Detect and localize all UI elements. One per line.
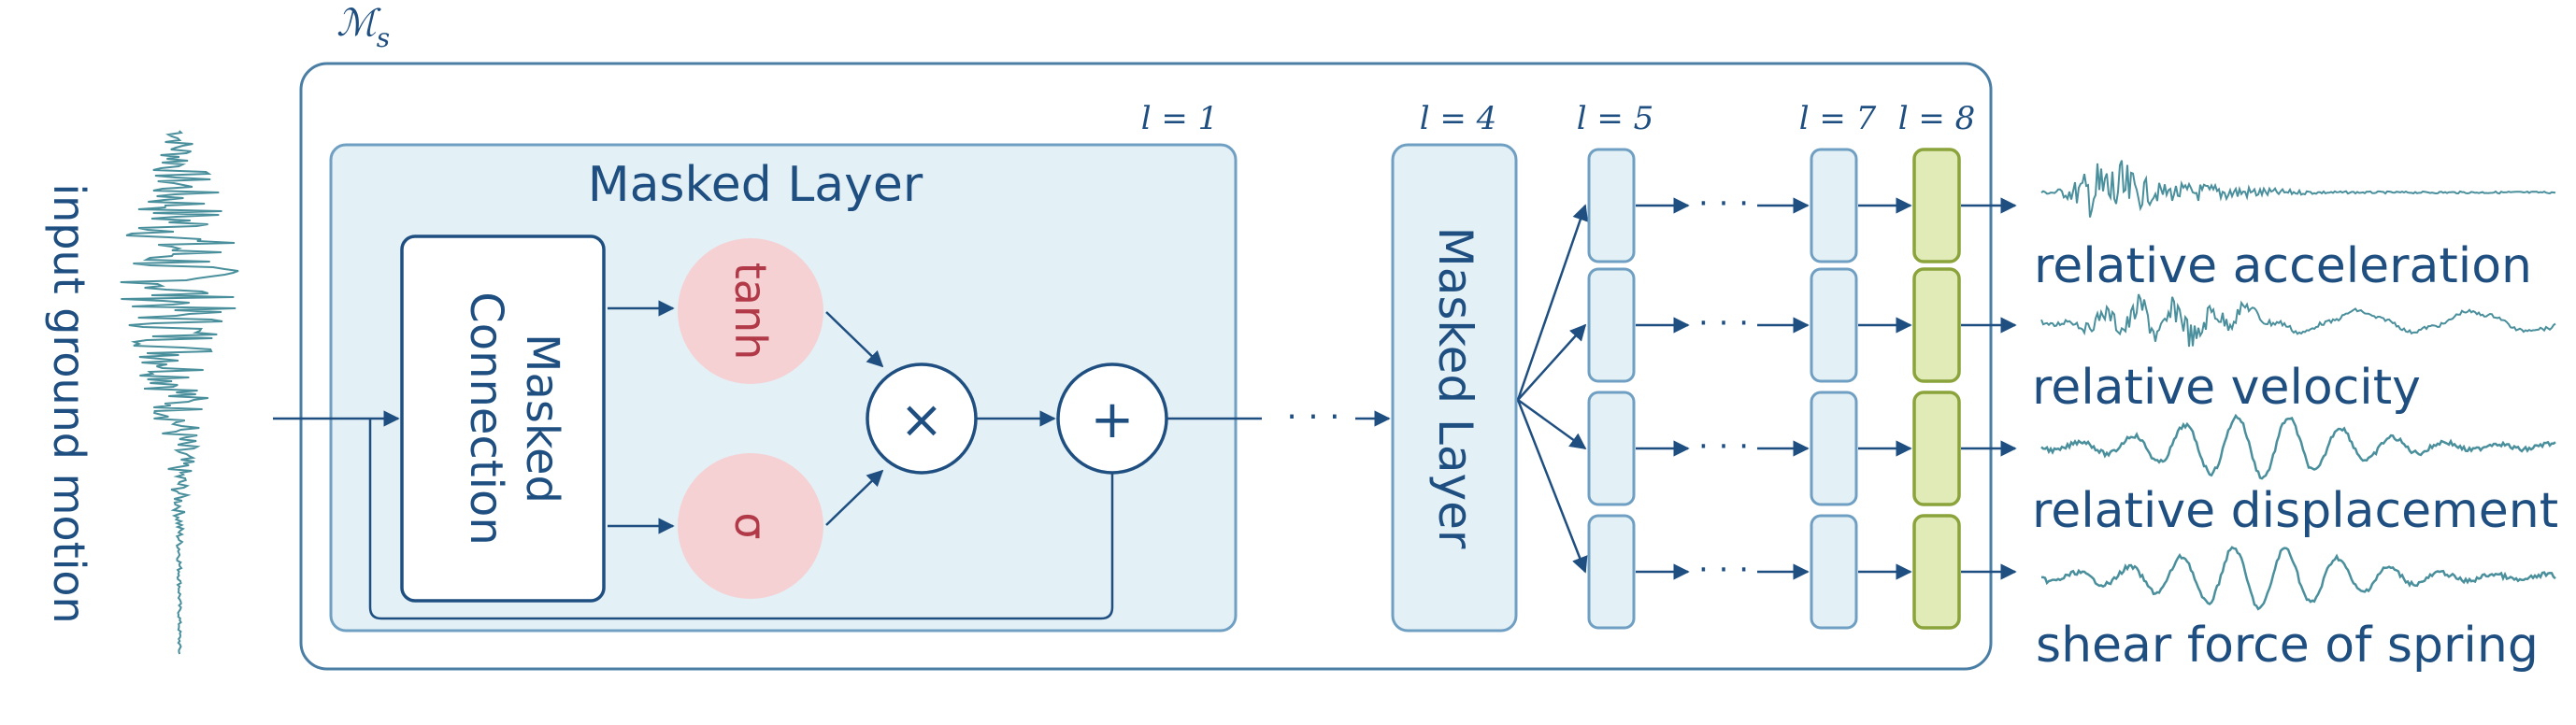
block-l5-row3 [1587, 391, 1636, 506]
fanout-arrows [1516, 204, 1589, 574]
waveform-velocity [2040, 293, 2556, 348]
output-label-shear-force: shear force of spring [2036, 618, 2539, 674]
arrow-sigma-to-multiply [825, 469, 884, 526]
block-l8-row3 [1912, 391, 1961, 506]
block-l8-row2 [1912, 267, 1961, 383]
input-label: input ground motion [44, 183, 94, 623]
sigma-gate [678, 453, 823, 599]
masked-connection-box [400, 235, 606, 603]
ellipsis-row4: · · · [1698, 551, 1749, 589]
waveform-displacement [2040, 413, 2556, 480]
fanout-arrow-3 [1517, 398, 1587, 450]
input-waveform [120, 130, 239, 655]
block-l5-row2 [1587, 267, 1636, 383]
output-label-acceleration: relative acceleration [2034, 238, 2532, 294]
fanout-arrow-4 [1516, 399, 1588, 574]
layer-label-l8: l = 8 [1898, 100, 1976, 137]
block-l7-row2 [1810, 267, 1858, 383]
layer-label-l1: l = 1 [1141, 100, 1219, 137]
ellipsis-main: · · · [1286, 398, 1339, 436]
module-symbol: ℳs [336, 2, 390, 53]
masked-layer-l4 [1391, 143, 1518, 633]
block-l8-row4 [1912, 514, 1961, 630]
fanout-arrow-1 [1516, 204, 1589, 401]
block-l7-row1 [1810, 148, 1858, 263]
fanout-arrow-2 [1517, 323, 1587, 401]
ellipsis-row1: · · · [1698, 185, 1749, 222]
waveform-shear-force [2041, 546, 2556, 611]
tanh-label: tanh [725, 263, 776, 361]
masked-layer-title: Masked Layer [588, 157, 923, 213]
ellipsis-row3: · · · [1698, 428, 1749, 465]
arrow-tanh-to-multiply [825, 311, 884, 368]
block-l7-row3 [1810, 391, 1858, 506]
output-columns: · · · · · · · · · · · · [1587, 148, 2017, 630]
waveform-acceleration [2040, 160, 2556, 218]
multiply-symbol: × [900, 390, 944, 450]
layer-label-l7: l = 7 [1799, 100, 1877, 137]
output-label-displacement: relative displacement [2032, 483, 2558, 539]
add-symbol: + [1091, 390, 1135, 450]
ellipsis-row2: · · · [1698, 305, 1749, 342]
output-label-velocity: relative velocity [2032, 360, 2421, 416]
block-l5-row1 [1587, 148, 1636, 263]
add-node [1056, 362, 1168, 475]
block-l5-row4 [1587, 514, 1636, 630]
masked-layer-l4-label: Masked Layer [1428, 227, 1482, 549]
masked-connection-line2: Connection [460, 291, 512, 546]
multiply-node [866, 362, 978, 475]
layer-label-l5: l = 5 [1577, 100, 1654, 137]
masked-connection-line1: Masked [516, 334, 568, 504]
layer-label-l4: l = 4 [1420, 100, 1497, 137]
sigma-label: σ [725, 512, 776, 539]
tanh-gate [678, 238, 823, 384]
block-l7-row4 [1810, 514, 1858, 630]
residual-connection [368, 419, 1121, 620]
block-l8-row1 [1912, 148, 1961, 263]
